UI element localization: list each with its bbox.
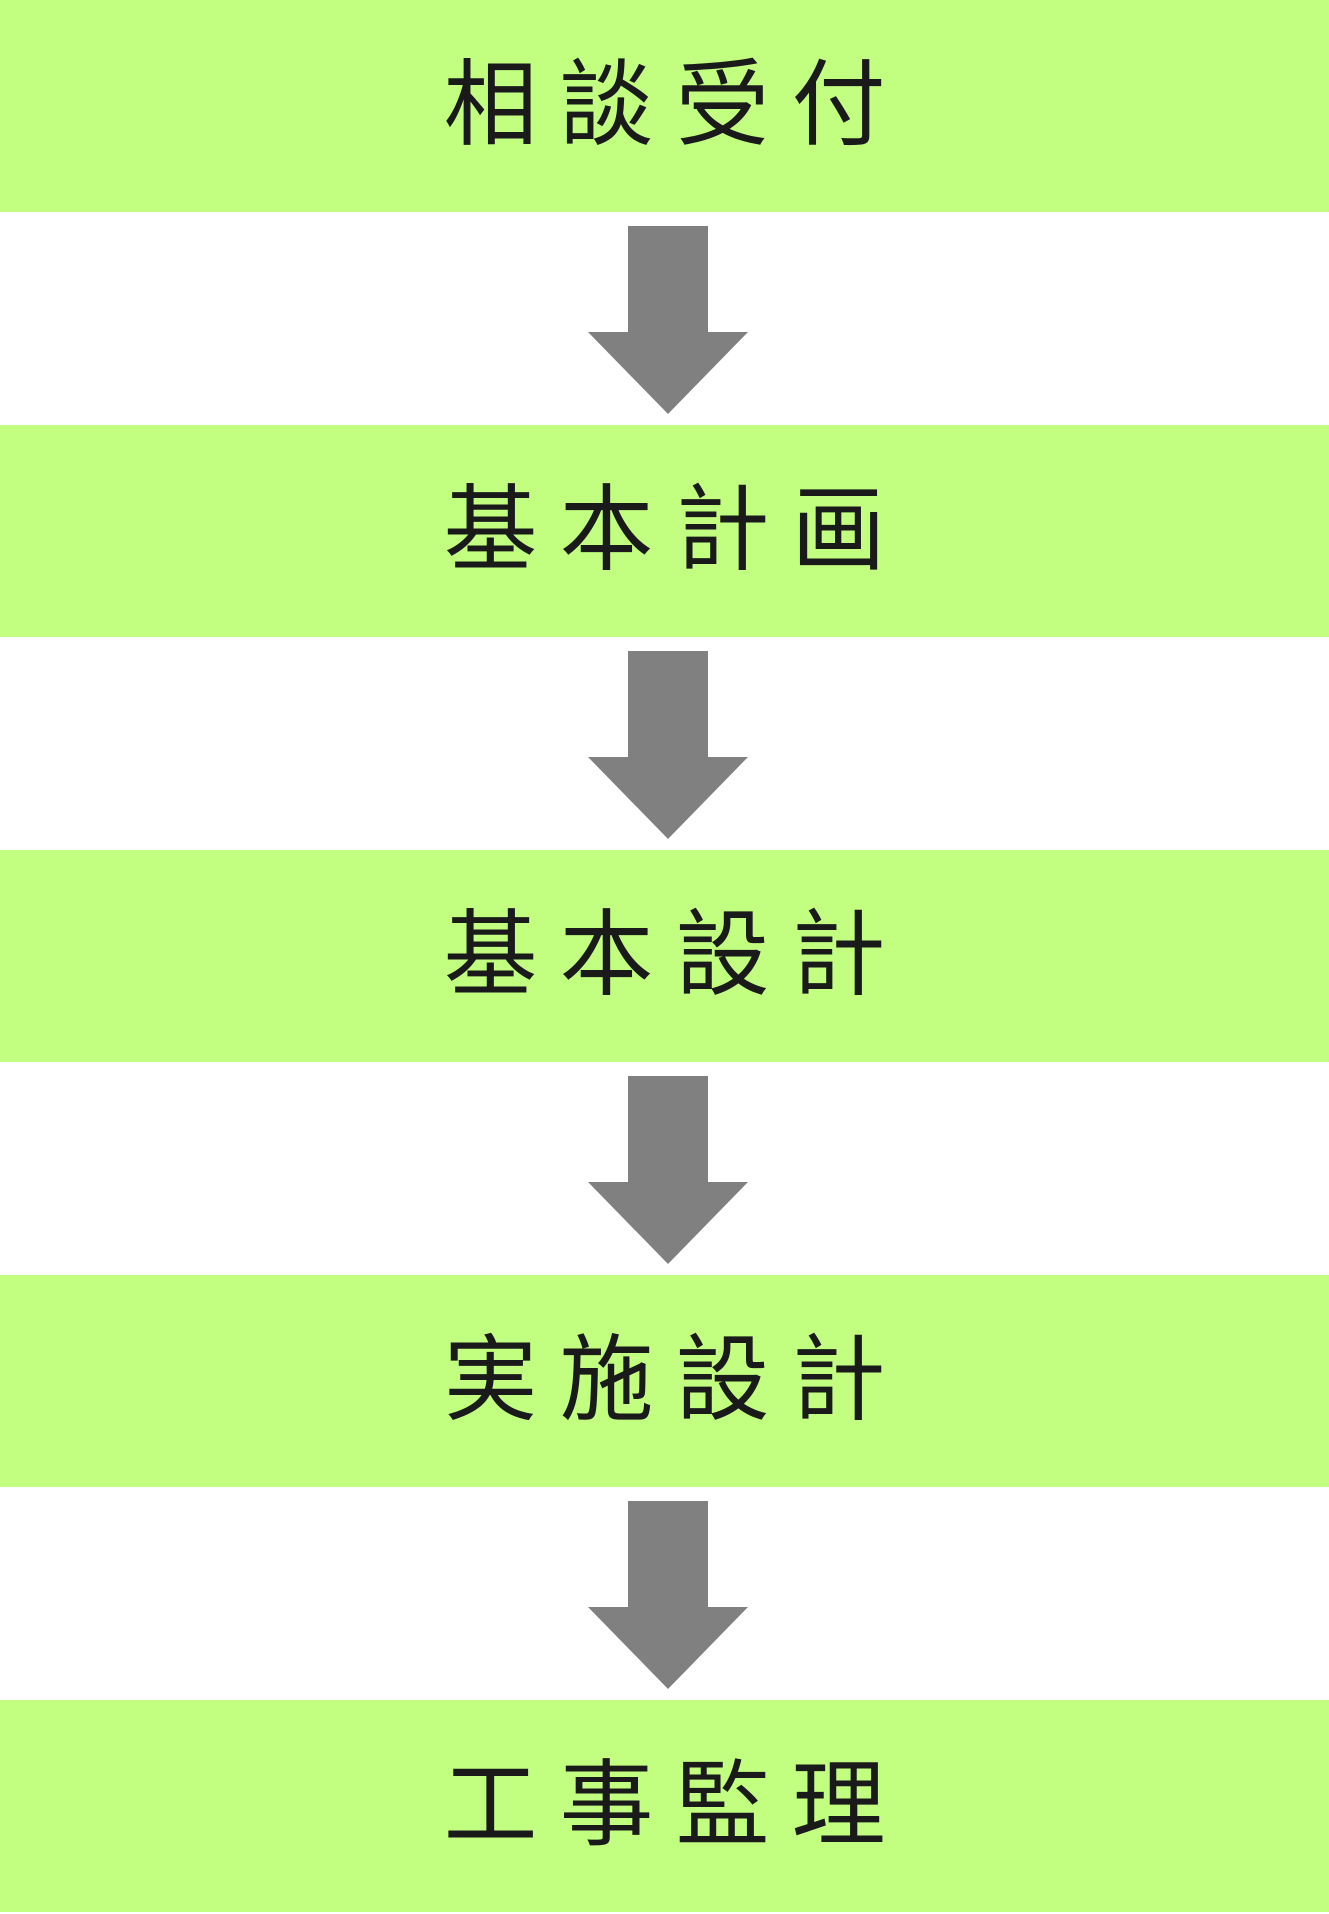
step-label: 実施設計: [443, 1326, 908, 1435]
step-label: 工事監理: [443, 1751, 908, 1860]
flow-step-consultation: 相談受付: [0, 0, 1329, 212]
flow-step-detailed-design: 実施設計: [0, 1275, 1329, 1487]
flow-step-construction-supervision: 工事監理: [0, 1700, 1329, 1912]
step-label: 基本計画: [443, 476, 908, 585]
flow-step-basic-design: 基本設計: [0, 850, 1329, 1062]
down-arrow-icon: [588, 1501, 748, 1689]
down-arrow-icon: [588, 1076, 748, 1264]
step-label: 基本設計: [443, 901, 908, 1010]
step-label: 相談受付: [443, 51, 908, 160]
flow-step-basic-plan: 基本計画: [0, 425, 1329, 637]
down-arrow-icon: [588, 651, 748, 839]
down-arrow-icon: [588, 226, 748, 414]
